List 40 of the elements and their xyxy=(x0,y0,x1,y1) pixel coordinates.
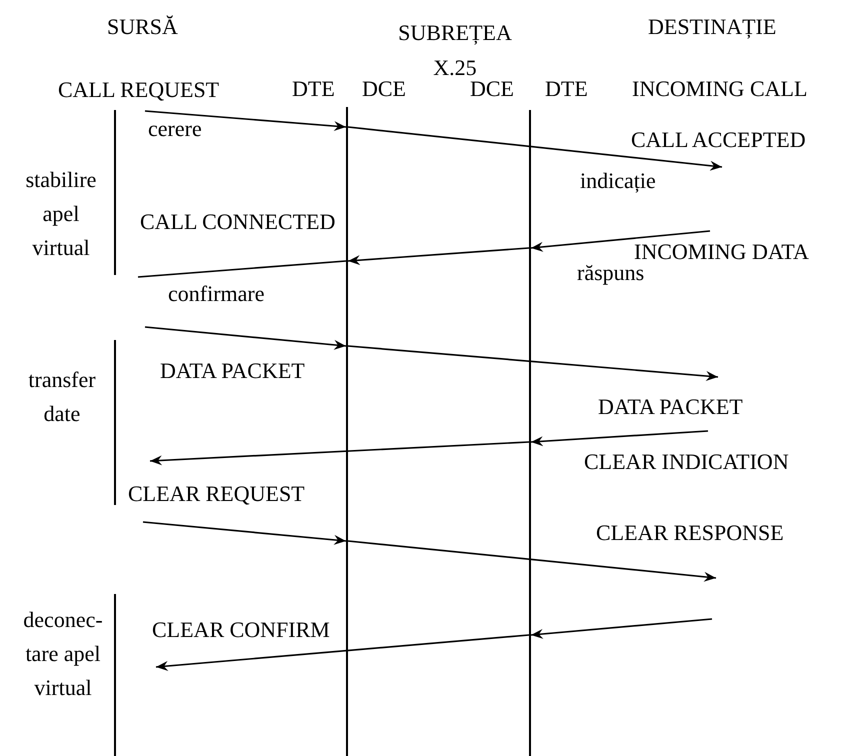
interface-label: DTE xyxy=(292,79,335,99)
message-label: CLEAR CONFIRM xyxy=(152,620,330,640)
interface-line xyxy=(529,110,531,756)
message-label: CLEAR INDICATION xyxy=(584,452,789,472)
message-label: răspuns xyxy=(577,263,644,283)
message-label: confirmare xyxy=(168,284,264,304)
message-label: CALL CONNECTED xyxy=(140,212,336,232)
message-arrow xyxy=(348,247,530,266)
message-arrow xyxy=(530,430,708,446)
message-label: CLEAR RESPONSE xyxy=(596,523,784,543)
message-label: cerere xyxy=(148,119,202,139)
message-label: INCOMING CALL xyxy=(632,79,808,99)
message-line xyxy=(138,260,346,278)
message-label: CALL ACCEPTED xyxy=(631,130,806,150)
message-label: CLEAR REQUEST xyxy=(128,484,305,504)
column-heading: DESTINAȚIE xyxy=(648,17,776,37)
message-arrow xyxy=(142,521,346,545)
interface-label: DCE xyxy=(362,79,406,99)
message-arrow xyxy=(150,441,530,466)
column-heading: SURSĂ xyxy=(107,17,178,37)
message-label: DATA PACKET xyxy=(598,397,743,417)
message-arrow xyxy=(530,230,710,252)
message-arrow xyxy=(348,345,718,381)
phase-label: transfer date xyxy=(27,366,97,428)
phase-label: stabilire apel virtual xyxy=(24,166,98,262)
message-arrow xyxy=(348,540,716,582)
message-label: INCOMING DATA xyxy=(634,242,809,262)
interface-label: DCE xyxy=(470,79,514,99)
message-arrow xyxy=(144,326,346,350)
message-label: indicație xyxy=(580,171,656,191)
message-arrow xyxy=(156,634,530,671)
phase-label: deconec-tare apel virtual xyxy=(22,606,104,702)
interface-label: DTE xyxy=(545,79,588,99)
message-arrow xyxy=(348,126,722,171)
column-heading: SUBREȚEA X.25 xyxy=(397,19,513,81)
message-arrow xyxy=(144,110,346,132)
message-arrow xyxy=(530,618,712,639)
message-label: CALL REQUEST xyxy=(58,80,220,100)
interface-line xyxy=(346,107,348,756)
message-label: DATA PACKET xyxy=(160,361,305,381)
